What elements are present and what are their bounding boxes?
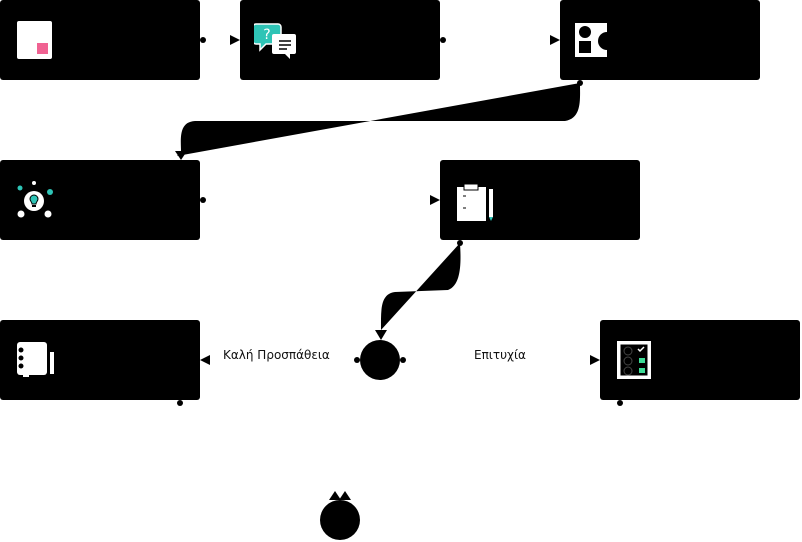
decision-node	[360, 340, 400, 380]
arrowhead	[175, 151, 187, 160]
document-icon	[17, 21, 52, 59]
svg-text:?: ?	[263, 27, 270, 43]
checkbox-list-icon	[617, 341, 651, 379]
arrowhead	[329, 491, 341, 500]
port-dot	[200, 37, 206, 43]
port-dot	[577, 80, 583, 86]
port-dot	[457, 240, 463, 246]
arrowhead	[230, 35, 240, 45]
arrowhead	[375, 330, 387, 340]
question-chat-icon: ?	[254, 23, 296, 59]
connector-shapes-to-idea	[177, 83, 581, 156]
port-dot	[617, 400, 623, 406]
clipboard-pencil-icon	[457, 183, 493, 221]
end-node	[320, 500, 360, 540]
port-dot	[400, 357, 406, 363]
port-dot	[440, 37, 446, 43]
port-dot	[354, 357, 360, 363]
notebook-icon	[17, 342, 54, 377]
arrowhead	[430, 195, 440, 205]
arrowhead	[200, 355, 210, 365]
port-dot	[200, 197, 206, 203]
edge-label-success: Επιτυχία	[474, 348, 526, 362]
arrowhead	[339, 491, 351, 500]
shapes-icon	[575, 23, 616, 57]
connector-checklist-to-decision	[380, 243, 461, 330]
arrowhead	[590, 355, 600, 365]
port-dot	[177, 400, 183, 406]
arrowhead	[550, 35, 560, 45]
lightbulb-icon	[17, 181, 53, 218]
edge-label-retry: Καλή Προσπάθεια	[223, 348, 330, 362]
